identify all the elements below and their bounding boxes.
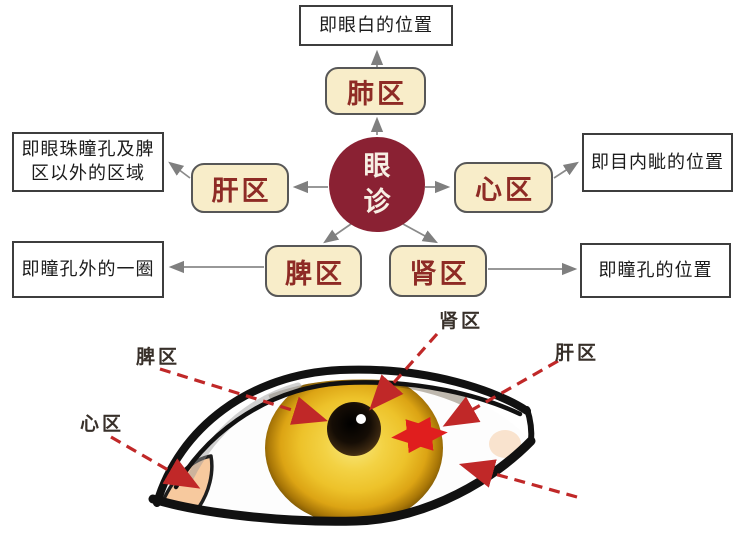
- zone-spleen-label: 脾区: [285, 258, 345, 290]
- connector-liver-to-note: [168, 161, 191, 179]
- zone-kidney-label: 肾区: [409, 258, 470, 290]
- eye-annotation-arrows: [110, 332, 578, 499]
- kidney-note-box: 即瞳孔的位置: [580, 243, 731, 298]
- kidney-zone-arrow: [369, 332, 439, 411]
- zone-node-kidney: 肾区: [389, 245, 487, 297]
- liver-note-line2: 区以外的区域: [31, 163, 145, 184]
- flowchart-connectors: [168, 49, 579, 276]
- liver-note-line1: 即眼珠瞳孔及脾: [21, 139, 155, 161]
- pupil: [327, 402, 381, 456]
- spleen-note-box: 即瞳孔外的一圈: [12, 241, 164, 298]
- eye-label-spleen: 脾区: [136, 346, 181, 368]
- zone-lung-label: 肺区: [347, 78, 407, 110]
- zone-liver-label: 肝区: [211, 175, 272, 207]
- zone-node-lung: 肺区: [325, 67, 426, 115]
- connector-center-to-spleen: [323, 223, 352, 244]
- zone-node-heart: 心区: [454, 162, 553, 213]
- heart-zone-arrow: [110, 435, 201, 489]
- liver-note-box: 即眼珠瞳孔及脾 区以外的区域: [12, 132, 164, 192]
- sclera-peach-smudge: [489, 430, 521, 458]
- center-label-line1: 眼: [363, 151, 391, 183]
- eye-label-liver: 肝区: [555, 342, 600, 364]
- heart-note-box: 即目内眦的位置: [582, 133, 733, 192]
- center-node-eye-diagnosis: 眼 诊: [329, 137, 425, 232]
- kidney-note-text: 即瞳孔的位置: [598, 259, 713, 281]
- heart-note-text: 即目内眦的位置: [591, 151, 724, 173]
- zone-heart-label: 心区: [475, 175, 535, 206]
- eye-label-kidney: 肾区: [439, 310, 484, 332]
- connector-center-to-kidney: [402, 223, 439, 244]
- liver-zone-arrow: [442, 359, 559, 427]
- sclera-zone-arrow: [458, 459, 578, 499]
- lung-note-box: 即眼白的位置: [299, 5, 453, 46]
- lung-note-text: 即眼白的位置: [319, 14, 433, 36]
- center-label-line2: 诊: [363, 186, 391, 218]
- spleen-note-text: 即瞳孔外的一圈: [21, 258, 155, 280]
- pupil-highlight: [356, 414, 366, 424]
- connector-heart-to-note: [553, 161, 579, 179]
- upper-eyelid-outer: [153, 365, 531, 507]
- spleen-zone-arrow: [159, 367, 329, 425]
- pupil-width-double-arrow: [391, 416, 448, 454]
- eye-illustration: [148, 365, 536, 526]
- zone-node-liver: 肝区: [191, 163, 289, 213]
- zone-node-spleen: 脾区: [265, 245, 362, 297]
- eye-label-heart: 心区: [80, 413, 125, 435]
